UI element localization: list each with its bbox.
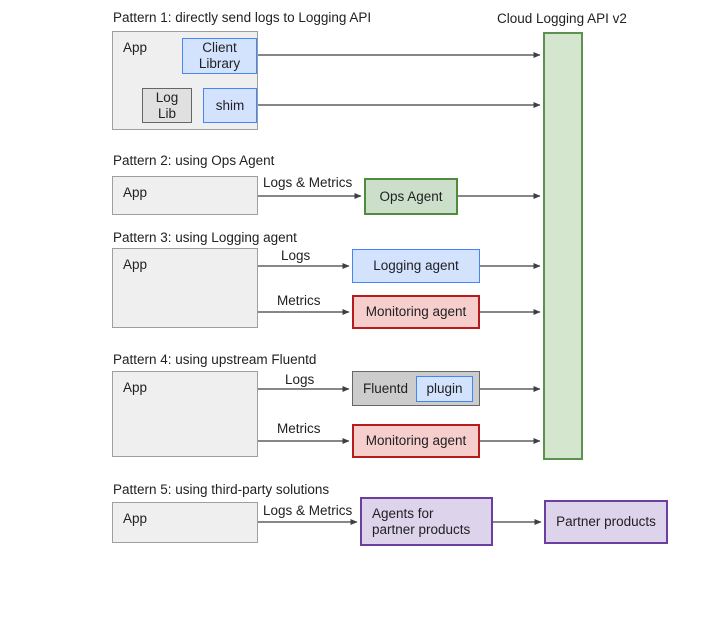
log-lib-label: Log Lib (155, 89, 179, 121)
monitoring-agent-node-pattern-3[interactable]: Monitoring agent (352, 295, 480, 329)
shim-label: shim (215, 97, 245, 113)
pattern-4-title: Pattern 4: using upstream Fluentd (113, 352, 317, 367)
pattern-5-app-label: App (123, 511, 148, 526)
pattern-2-app-box: App (112, 176, 258, 215)
agents-for-partner-products-label: Agents for partner products (372, 505, 471, 537)
pattern-5-edge-label-logs-metrics: Logs & Metrics (263, 503, 353, 518)
pattern-4-app-label: App (123, 380, 148, 395)
partner-products-node[interactable]: Partner products (544, 500, 668, 544)
cloud-logging-api-title: Cloud Logging API v2 (497, 11, 627, 26)
monitoring-agent-node-pattern-4[interactable]: Monitoring agent (352, 424, 480, 458)
ops-agent-node[interactable]: Ops Agent (364, 178, 458, 215)
shim-node[interactable]: shim (203, 88, 257, 123)
plugin-node[interactable]: plugin (416, 376, 473, 402)
pattern-4-edge-label-metrics: Metrics (277, 421, 321, 436)
pattern-1-title: Pattern 1: directly send logs to Logging… (113, 10, 372, 25)
client-library-label: Client Library (198, 40, 241, 71)
logging-agent-node[interactable]: Logging agent (352, 249, 480, 283)
pattern-3-app-box: App (112, 248, 258, 328)
pattern-2-app-label: App (123, 185, 148, 200)
fluentd-label: Fluentd (363, 380, 409, 396)
plugin-label: plugin (426, 381, 463, 396)
pattern-5-app-box: App (112, 502, 258, 543)
pattern-3-edge-label-logs: Logs (281, 248, 311, 263)
pattern-4-app-box: App (112, 371, 258, 457)
pattern-3-app-label: App (123, 257, 148, 272)
pattern-4-edge-label-logs: Logs (285, 372, 315, 387)
pattern-2-edge-label-logs-metrics: Logs & Metrics (263, 175, 353, 190)
pattern-5-title: Pattern 5: using third-party solutions (113, 482, 330, 497)
pattern-3-title: Pattern 3: using Logging agent (113, 230, 297, 245)
pattern-1-app-label: App (123, 40, 148, 55)
logging-agent-label: Logging agent (373, 258, 459, 273)
monitoring-agent-label-pattern-3: Monitoring agent (365, 304, 467, 319)
cloud-logging-api-column (543, 32, 583, 460)
ops-agent-label: Ops Agent (379, 188, 443, 204)
monitoring-agent-label-pattern-4: Monitoring agent (365, 433, 467, 448)
pattern-3-edge-label-metrics: Metrics (277, 293, 321, 308)
pattern-2-title: Pattern 2: using Ops Agent (113, 153, 275, 168)
agents-for-partner-products-node[interactable]: Agents for partner products (360, 497, 493, 546)
partner-products-label: Partner products (556, 514, 656, 529)
log-lib-node[interactable]: Log Lib (142, 88, 192, 123)
client-library-node[interactable]: Client Library (182, 38, 257, 74)
